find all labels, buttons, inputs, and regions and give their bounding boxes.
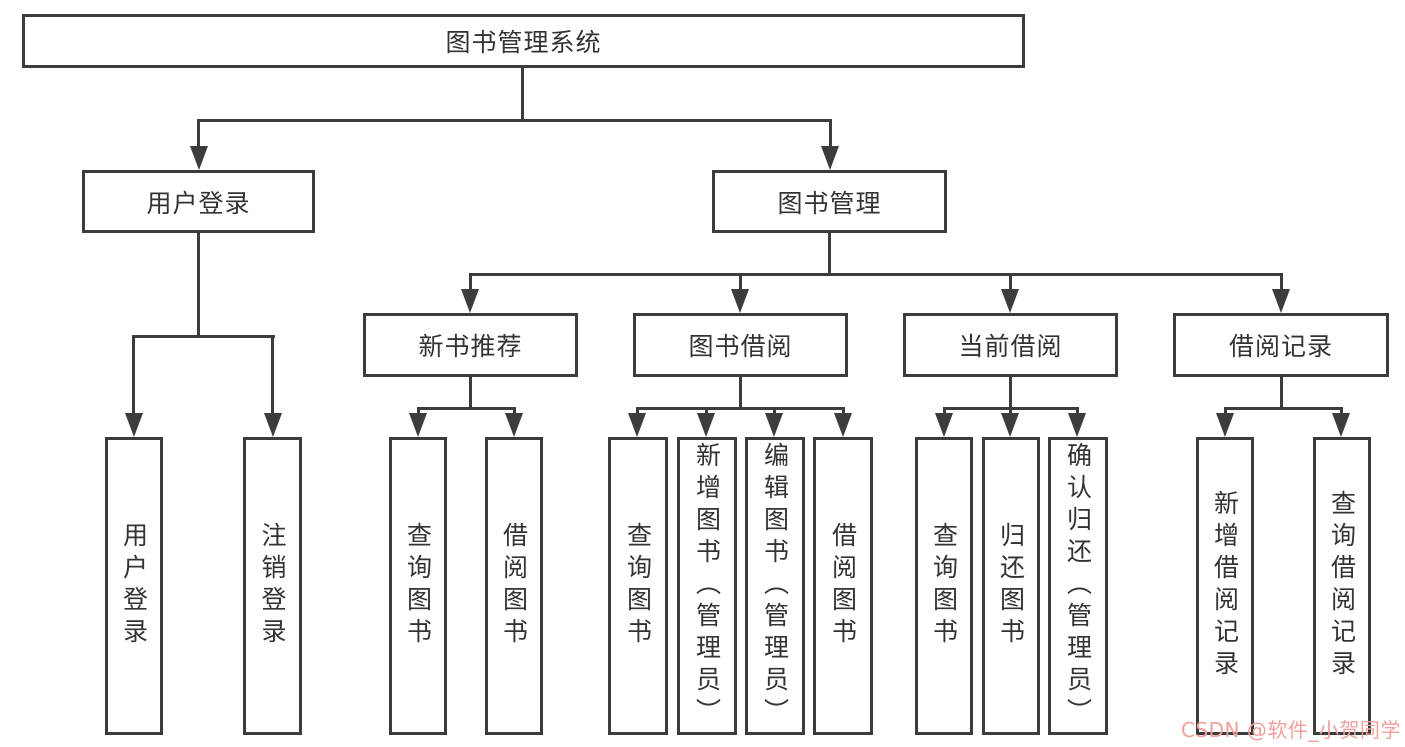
connector-arrowhead bbox=[264, 413, 282, 437]
connector-drop bbox=[132, 335, 135, 415]
node-borrow-borrow-books: 借阅图书 bbox=[813, 437, 873, 735]
connector-arrowhead bbox=[1272, 289, 1290, 313]
connector-arrowhead bbox=[731, 289, 749, 313]
connector-arrowhead bbox=[190, 146, 208, 170]
node-library-management-system: 图书管理系统 bbox=[22, 14, 1025, 68]
connector-drop bbox=[1009, 407, 1012, 417]
connector-stem bbox=[739, 377, 742, 407]
node-borrow-add-books-admin: 新增图书（管理员） bbox=[677, 437, 737, 735]
node-user-login-leaf: 用户登录 bbox=[105, 437, 163, 735]
connector-rail bbox=[1224, 407, 1342, 410]
connector-rail bbox=[417, 407, 516, 410]
connector-drop bbox=[739, 273, 742, 295]
node-current-borrowing: 当前借阅 bbox=[903, 313, 1118, 377]
connector-drop bbox=[271, 335, 274, 415]
connector-rail bbox=[132, 335, 275, 338]
node-book-borrowing: 图书借阅 bbox=[633, 313, 848, 377]
connector-drop bbox=[1280, 273, 1283, 295]
connector-drop bbox=[513, 407, 516, 417]
connector-arrowhead bbox=[765, 413, 783, 437]
node-records-query-record: 查询借阅记录 bbox=[1313, 437, 1371, 735]
connector-drop bbox=[636, 407, 639, 417]
node-borrow-edit-books-admin: 编辑图书（管理员） bbox=[745, 437, 805, 735]
connector-arrowhead bbox=[1001, 289, 1019, 313]
connector-arrowhead bbox=[834, 413, 852, 437]
connector-stem bbox=[1280, 377, 1283, 407]
watermark-csdn: CSDN @软件_小贺同学 bbox=[1181, 718, 1401, 742]
connector-stem bbox=[828, 233, 831, 273]
connector-arrowhead bbox=[461, 289, 479, 313]
connector-arrowhead bbox=[935, 413, 953, 437]
connector-stem bbox=[1009, 377, 1012, 407]
connector-drop bbox=[469, 273, 472, 295]
node-borrow-query-books: 查询图书 bbox=[608, 437, 668, 735]
connector-arrowhead bbox=[409, 413, 427, 437]
node-borrowing-records: 借阅记录 bbox=[1173, 313, 1389, 377]
node-current-confirm-return-admin: 确认归还（管理员） bbox=[1048, 437, 1108, 735]
connector-drop bbox=[1076, 407, 1079, 417]
node-book-management: 图书管理 bbox=[712, 170, 947, 233]
connector-arrowhead bbox=[505, 413, 523, 437]
connector-arrowhead bbox=[1216, 413, 1234, 437]
connector-drop bbox=[1009, 273, 1012, 295]
connector-drop bbox=[773, 407, 776, 417]
node-logout-leaf: 注销登录 bbox=[243, 437, 302, 735]
connector-rail bbox=[197, 119, 832, 122]
connector-rail bbox=[469, 273, 1283, 276]
connector-drop bbox=[943, 407, 946, 417]
node-newbook-borrow-books: 借阅图书 bbox=[485, 437, 543, 735]
connector-drop bbox=[1340, 407, 1343, 417]
node-records-add-record: 新增借阅记录 bbox=[1196, 437, 1254, 735]
node-new-book-recommendation: 新书推荐 bbox=[363, 313, 578, 377]
connector-arrowhead bbox=[821, 146, 839, 170]
node-current-return-books: 归还图书 bbox=[982, 437, 1040, 735]
connector-arrowhead bbox=[1332, 413, 1350, 437]
connector-drop bbox=[829, 119, 832, 150]
connector-drop bbox=[417, 407, 420, 417]
connector-stem bbox=[521, 68, 524, 119]
connector-drop bbox=[705, 407, 708, 417]
connector-drop bbox=[842, 407, 845, 417]
connector-drop bbox=[1224, 407, 1227, 417]
connector-stem bbox=[469, 377, 472, 407]
connector-arrowhead bbox=[125, 413, 143, 437]
node-user-login: 用户登录 bbox=[82, 170, 315, 233]
node-current-query-books: 查询图书 bbox=[915, 437, 973, 735]
connector-arrowhead bbox=[1001, 413, 1019, 437]
connector-rail bbox=[636, 407, 845, 410]
connector-stem bbox=[197, 233, 200, 335]
connector-drop bbox=[197, 119, 200, 150]
connector-arrowhead bbox=[628, 413, 646, 437]
node-newbook-query-books: 查询图书 bbox=[389, 437, 447, 735]
connector-arrowhead bbox=[1068, 413, 1086, 437]
connector-arrowhead bbox=[697, 413, 715, 437]
